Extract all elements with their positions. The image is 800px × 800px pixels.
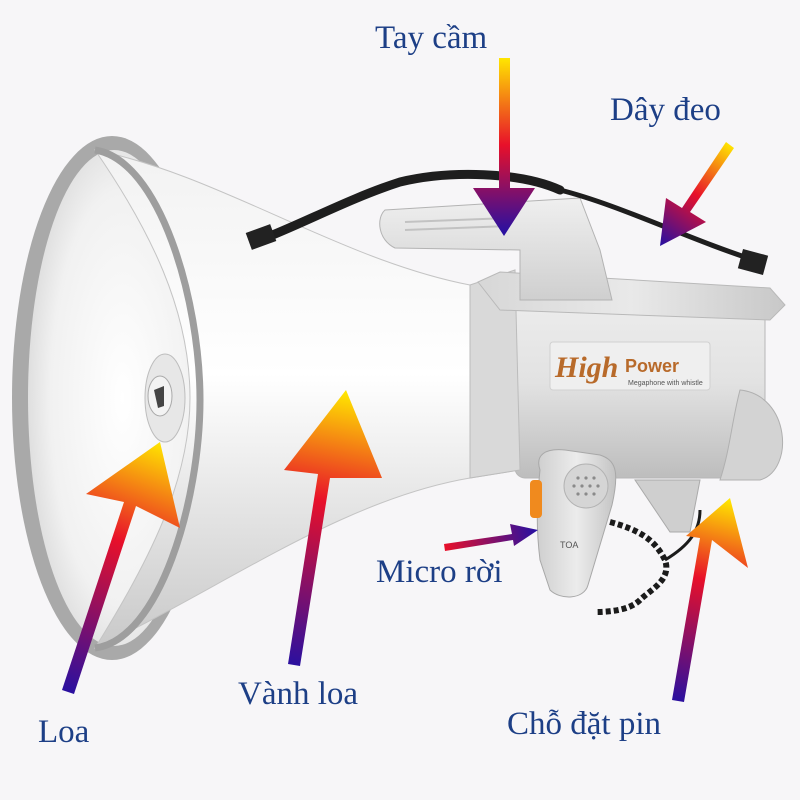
label-strap: Dây đeo <box>610 92 721 128</box>
horn-rim-edge <box>94 146 204 652</box>
arrow-strap <box>660 142 734 246</box>
label-handle: Tay cầm <box>375 20 488 56</box>
horn-body <box>93 149 521 650</box>
arrow-horn-rim <box>284 390 382 666</box>
amplifier-unit: High Power Megaphone with whistle <box>469 269 786 533</box>
arrow-handle <box>473 58 535 236</box>
annotation-arrows <box>62 58 748 702</box>
strap-buckle-left <box>245 224 277 250</box>
label-horn-rim: Vành loa <box>238 676 359 712</box>
label-speaker: Loa <box>38 714 90 750</box>
horn-mouth <box>28 150 200 646</box>
carry-handle <box>379 197 613 301</box>
battery-housing <box>719 389 783 481</box>
stand-foot <box>634 479 701 533</box>
strap-front <box>255 169 565 245</box>
mic-grille <box>563 463 609 509</box>
ptt-button <box>530 480 542 518</box>
hand-microphone: TOA <box>530 449 617 598</box>
label-battery: Chỗ đặt pin <box>507 706 661 742</box>
arrow-mic <box>444 524 538 551</box>
handle-grip <box>379 197 613 301</box>
strap-buckle-right <box>737 248 769 276</box>
label-mic: Micro rời <box>376 554 503 590</box>
arrow-speaker <box>62 442 180 694</box>
brand-high: High <box>554 351 618 384</box>
mic-logo-text: TOA <box>560 540 578 550</box>
cord-lead <box>664 509 702 562</box>
brand-plate <box>549 341 711 391</box>
toa-logo-icon <box>154 386 164 408</box>
arrow-battery <box>672 498 748 702</box>
brand-power: Power <box>625 356 679 376</box>
strap-back <box>557 187 763 265</box>
mic-cord <box>594 509 702 615</box>
shoulder-strap <box>245 169 769 276</box>
brand-subtitle: Megaphone with whistle <box>628 380 703 387</box>
coiled-cord <box>594 519 670 615</box>
horn <box>12 136 521 660</box>
